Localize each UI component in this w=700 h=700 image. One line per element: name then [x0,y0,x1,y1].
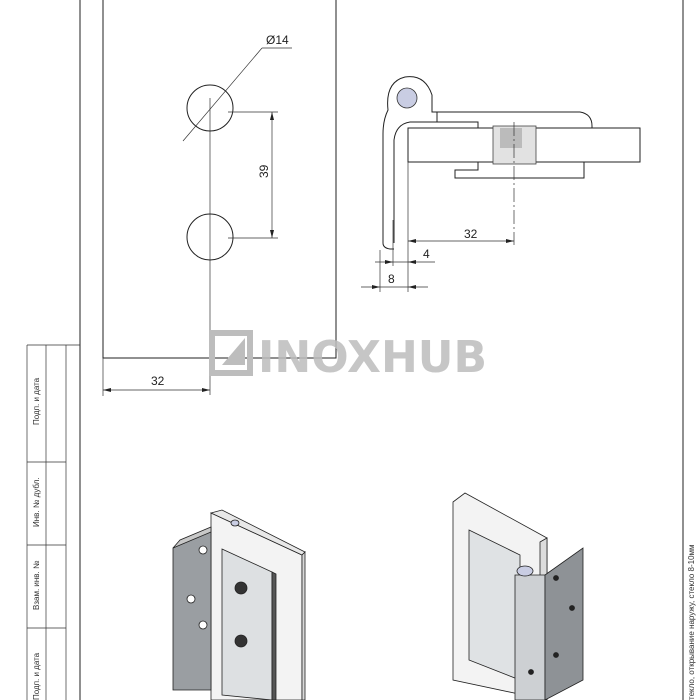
hole-bottom [186,213,234,261]
stamp-dup-inv: Инв. № дубл. [32,477,41,527]
dim-4-label: 4 [423,247,430,261]
stamp-sign-date: Подп. и дата [32,377,41,425]
title-note: текло, открывание наружу, стекло 8-10мм [687,544,696,700]
isometric-view-back [452,492,584,700]
dim-8-label: 8 [388,272,395,286]
edge-offset-label: 32 [151,374,165,388]
watermark-text: INOXHUB [258,332,487,383]
isometric-view-front [172,509,306,700]
stamp-column: Подп. и дата Инв. № дубл. Взам. инв. № П… [26,344,80,700]
hole-spacing-label: 39 [257,164,271,178]
dim-32-label: 32 [464,227,478,241]
side-view: 32 4 8 [361,76,641,292]
hole-top [186,84,234,132]
stamp-sign-date-2: Подп. и дата [32,652,41,700]
watermark-logo: INOXHUB [209,330,487,383]
hinge-pin [396,87,418,109]
hole-diameter-label: Ø14 [266,33,289,47]
stamp-replace-inv: Взам. инв. № [32,560,41,610]
front-view: Ø14 39 32 [102,0,337,396]
